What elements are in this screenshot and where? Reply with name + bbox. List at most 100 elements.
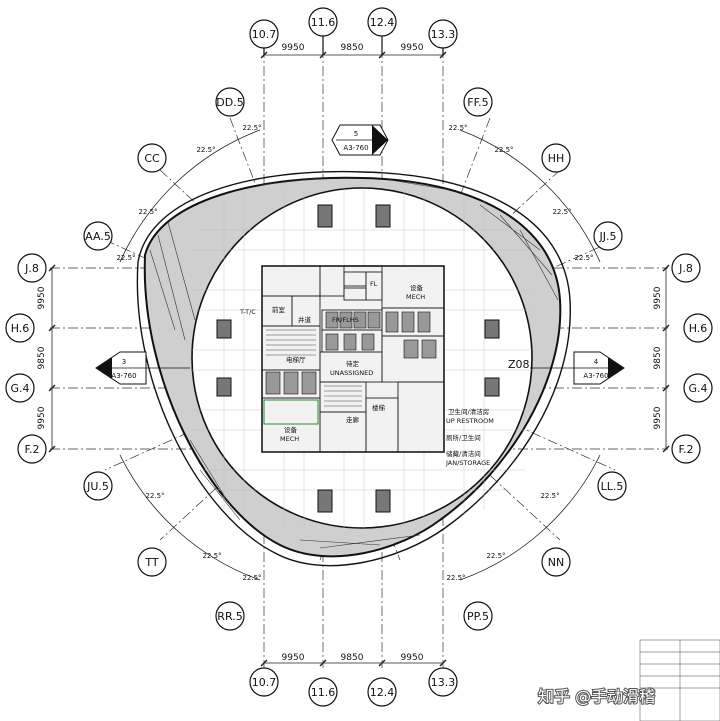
- angle-label: 22.5°: [145, 492, 164, 500]
- section-right-number: 4: [594, 358, 599, 366]
- section-top-sheet: A3-760: [343, 144, 368, 152]
- room-unassigned: 待定: [346, 359, 360, 368]
- angle-arcs: [119, 129, 601, 581]
- angle-label: 22.5°: [202, 552, 221, 560]
- room-labels: 设备 MECH 前室 井道 电梯厅 待定 UNASSIGNED 走廊 楼梯 设备…: [239, 280, 530, 467]
- section-right-sheet: A3-760: [583, 372, 608, 380]
- room-mech-bottom: 设备: [284, 425, 298, 434]
- angle-label: 22.5°: [494, 146, 513, 154]
- bottom-column-labels: 10.7 11.6 12.4 13.3 9950 9850 9950: [252, 653, 456, 699]
- core-marker: Z08: [508, 358, 530, 371]
- room-fl: FL: [370, 280, 378, 288]
- col-bottom-4: 13.3: [431, 676, 456, 689]
- building-core: [261, 265, 445, 453]
- angle-label: 22.5°: [242, 574, 261, 582]
- radial-bubbles: [83, 87, 627, 631]
- dim-left-3: 9950: [37, 406, 47, 429]
- section-left-number: 3: [122, 358, 126, 366]
- dim-left-2: 9850: [37, 346, 47, 369]
- angle-label: 22.5°: [448, 124, 467, 132]
- room-tc-mark: T-T/C: [239, 308, 256, 316]
- room-restroom: 卫生间/清洁房: [448, 407, 489, 416]
- col-top-4: 13.3: [431, 28, 456, 41]
- bottom-column-bubbles: [249, 667, 458, 707]
- angle-label: 22.5°: [552, 208, 571, 216]
- row-dimensions: 9950 9850 9950 9950 9850 9950: [37, 286, 663, 429]
- radial-bl-1: JU.5: [86, 480, 109, 493]
- room-shaft: 井道: [298, 315, 312, 324]
- radial-bl-2: TT: [144, 556, 159, 569]
- col-top-3: 12.4: [370, 16, 395, 29]
- row-left-2: H.6: [11, 322, 30, 335]
- room-toilet: 厕所/卫生间: [446, 433, 481, 442]
- angle-labels: 22.5° 22.5° 22.5° 22.5° 22.5° 22.5° 22.5…: [116, 124, 593, 582]
- row-right-2: H.6: [689, 322, 708, 335]
- radial-tl-2: CC: [144, 152, 160, 165]
- angle-label: 22.5°: [138, 208, 157, 216]
- section-top-number: 5: [354, 130, 358, 138]
- section-mark-left: 3 A3-760: [95, 351, 190, 385]
- dimension-lines: [48, 51, 670, 667]
- radial-br-3: PP.5: [467, 610, 489, 623]
- radial-tr-3: JJ.5: [599, 230, 617, 243]
- watermark: 知乎 @手动滑稽: [538, 687, 655, 706]
- radial-br-2: NN: [548, 556, 564, 569]
- radial-tr-1: FF.5: [467, 96, 488, 109]
- row-bubbles: [5, 253, 713, 464]
- room-restroom-en: UP RESTROOM: [446, 417, 494, 425]
- col-top-2: 11.6: [311, 16, 336, 29]
- row-left-3: G.4: [10, 382, 29, 395]
- angle-label: 22.5°: [540, 492, 559, 500]
- room-mech-top: 设备: [410, 283, 424, 292]
- radial-br-1: LL.5: [601, 480, 624, 493]
- room-storage-en: JAN/STORAGE: [445, 459, 490, 467]
- angle-label: 22.5°: [196, 146, 215, 154]
- radial-tl-3: AA.5: [85, 230, 111, 243]
- room-lobby: 前室: [272, 305, 286, 314]
- room-mech-top-en: MECH: [406, 293, 425, 301]
- angle-label: 22.5°: [116, 254, 135, 262]
- radial-tr-2: HH: [548, 152, 565, 165]
- dim-top-2: 9850: [341, 43, 364, 53]
- top-column-bubbles: [249, 7, 458, 55]
- angle-label: 22.5°: [486, 552, 505, 560]
- room-storage: 储藏/清洁间: [446, 449, 481, 458]
- col-bottom-2: 11.6: [311, 686, 336, 699]
- top-column-labels: 10.7 11.6 12.4 13.3 9950 9850 9950: [252, 16, 456, 53]
- dim-right-2: 9850: [653, 346, 663, 369]
- col-bottom-3: 12.4: [370, 686, 395, 699]
- row-left-4: F.2: [24, 443, 39, 456]
- row-right-3: G.4: [688, 382, 707, 395]
- angle-label: 22.5°: [242, 124, 261, 132]
- dim-right-1: 9950: [653, 286, 663, 309]
- dim-bottom-1: 9950: [282, 653, 305, 663]
- angle-label: 22.5°: [574, 254, 593, 262]
- room-elevator-hall: 电梯厅: [286, 355, 306, 364]
- room-mech-bottom-en: MECH: [280, 435, 299, 443]
- dim-right-3: 9950: [653, 406, 663, 429]
- structural-columns: [216, 204, 500, 513]
- room-corridor: 走廊: [346, 415, 360, 424]
- radial-bl-3: RR.5: [217, 610, 242, 623]
- angle-label: 22.5°: [446, 574, 465, 582]
- row-right-1: J.8: [678, 262, 693, 275]
- title-block: [639, 639, 720, 721]
- room-fr-fl: FR/FLHS: [332, 316, 359, 324]
- row-left-1: J.8: [24, 262, 39, 275]
- radial-tl-1: DD.5: [216, 96, 243, 109]
- dim-bottom-2: 9850: [341, 653, 364, 663]
- radial-labels: DD.5 CC AA.5 FF.5 HH JJ.5 JU.5 TT RR.5 L…: [85, 96, 623, 623]
- section-left-sheet: A3-760: [111, 372, 136, 380]
- room-unassigned-en: UNASSIGNED: [330, 369, 373, 377]
- dim-top-3: 9950: [401, 43, 424, 53]
- dim-bottom-3: 9950: [401, 653, 424, 663]
- col-bottom-1: 10.7: [252, 676, 277, 689]
- section-mark-right: 4 A3-760: [530, 351, 625, 385]
- col-top-1: 10.7: [252, 28, 277, 41]
- room-stair: 楼梯: [372, 403, 386, 412]
- row-labels: J.8 H.6 G.4 F.2 J.8 H.6 G.4 F.2: [10, 262, 707, 456]
- section-mark-top: 5 A3-760: [331, 124, 389, 156]
- dim-top-1: 9950: [282, 43, 305, 53]
- dim-left-1: 9950: [37, 286, 47, 309]
